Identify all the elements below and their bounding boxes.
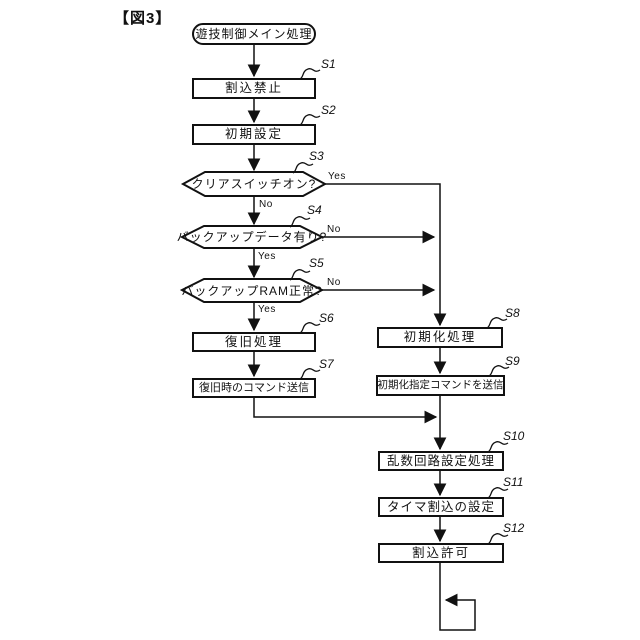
ref-label-s11: S11 bbox=[503, 475, 524, 489]
edge-s3-yes-s8 bbox=[325, 183, 447, 327]
process-s2: 初期設定 bbox=[192, 124, 316, 145]
branch-label-s3-yes: Yes bbox=[328, 171, 346, 182]
leader-s11 bbox=[487, 486, 509, 499]
process-s12: 割込許可 bbox=[378, 543, 504, 563]
ref-label-s10: S10 bbox=[503, 429, 525, 443]
branch-label-s3-no: No bbox=[259, 199, 273, 210]
ref-label-s9: S9 bbox=[505, 354, 520, 368]
leader-s3 bbox=[292, 161, 314, 174]
branch-label-s4-no: No bbox=[327, 224, 341, 235]
figure-label: 【図3】 bbox=[114, 10, 172, 27]
ref-label-s4: S4 bbox=[307, 203, 322, 217]
ref-label-s1: S1 bbox=[321, 57, 336, 71]
leader-s9 bbox=[488, 364, 510, 377]
leader-s1 bbox=[299, 67, 321, 80]
process-s7: 復旧時のコマンド送信 bbox=[192, 378, 316, 398]
decision-s4-label: バックアップデータ有り? bbox=[176, 230, 328, 244]
start-terminal: 遊技制御メイン処理 bbox=[192, 23, 316, 45]
leader-s6 bbox=[299, 321, 321, 334]
decision-s3-label: クリアスイッチオン? bbox=[191, 177, 317, 191]
process-s11: タイマ割込の設定 bbox=[378, 497, 504, 517]
leader-s5 bbox=[289, 268, 311, 281]
edge-s7-join bbox=[253, 398, 438, 424]
ref-label-s6: S6 bbox=[319, 311, 334, 325]
leader-s4 bbox=[289, 215, 311, 228]
leader-s10 bbox=[487, 440, 509, 453]
decision-s5-label: バックアップRAM正常? bbox=[181, 283, 323, 298]
branch-label-s4-yes: Yes bbox=[258, 251, 276, 262]
process-s6: 復旧処理 bbox=[192, 332, 316, 352]
process-s10: 乱数回路設定処理 bbox=[378, 451, 504, 471]
leader-s2 bbox=[299, 113, 321, 126]
process-s8: 初期化処理 bbox=[377, 327, 503, 348]
process-s1: 割込禁止 bbox=[192, 78, 316, 99]
ref-label-s2: S2 bbox=[321, 103, 336, 117]
leader-s7 bbox=[299, 367, 321, 380]
ref-label-s8: S8 bbox=[505, 306, 520, 320]
ref-label-s12: S12 bbox=[503, 521, 525, 535]
leader-s12 bbox=[487, 532, 509, 545]
leader-s8 bbox=[486, 316, 508, 329]
process-s9: 初期化指定コマンドを送信 bbox=[376, 375, 505, 396]
ref-label-s7: S7 bbox=[319, 357, 334, 371]
branch-label-s5-no: No bbox=[327, 277, 341, 288]
ref-label-s3: S3 bbox=[309, 149, 324, 163]
edge-s12-loop bbox=[439, 563, 476, 631]
branch-label-s5-yes: Yes bbox=[258, 304, 276, 315]
ref-label-s5: S5 bbox=[309, 256, 324, 270]
